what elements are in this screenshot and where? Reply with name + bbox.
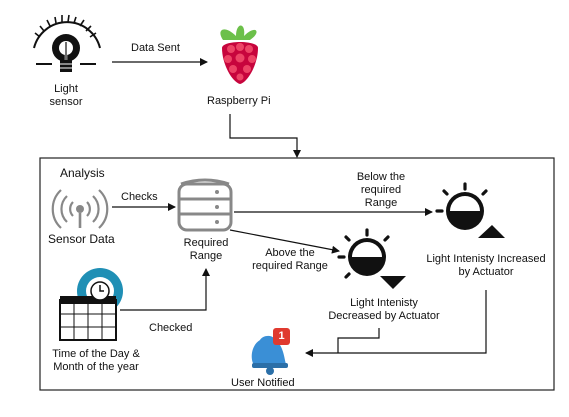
notification-badge xyxy=(273,328,290,345)
raspberry-icon xyxy=(220,25,258,84)
below-range-label: Below the required Range xyxy=(356,171,406,209)
light-actuator-icon xyxy=(435,182,505,238)
sensor-data-label: Sensor Data xyxy=(48,232,115,246)
light-sensor-label: Light sensor xyxy=(49,83,83,108)
calendar-clock-icon xyxy=(59,268,123,341)
arrow-above-range xyxy=(229,229,340,254)
time-of-day-label: Time of the Day & Month of the year xyxy=(52,348,140,373)
light-increased-label: Light Intenisty Increased by Actuator xyxy=(426,253,546,278)
arrow-increased-to-notify xyxy=(305,290,487,357)
database-icon xyxy=(177,178,233,232)
light-bulb-icon xyxy=(33,14,101,72)
wireless-signal-icon xyxy=(51,189,109,229)
arrow-checked xyxy=(120,268,210,311)
user-notified-label: User Notified xyxy=(231,377,295,389)
analysis-box xyxy=(39,157,555,391)
checked-label: Checked xyxy=(149,322,193,334)
notification-count: 1 xyxy=(278,330,285,342)
required-range-label: Required Range xyxy=(183,237,229,262)
raspberry-pi-label: Raspberry Pi xyxy=(207,95,271,107)
arrow-pi-to-analysis xyxy=(229,114,301,158)
checks-label: Checks xyxy=(121,191,158,203)
above-range-label: Above the required Range xyxy=(252,247,328,272)
line-decreased-to-notify xyxy=(337,328,380,353)
light-decreased-label: Light Intenisty Decreased by Actuator xyxy=(328,297,440,322)
analysis-label: Analysis xyxy=(60,166,105,180)
light-actuator-icon xyxy=(337,228,406,289)
data-sent-label: Data Sent xyxy=(131,42,180,54)
